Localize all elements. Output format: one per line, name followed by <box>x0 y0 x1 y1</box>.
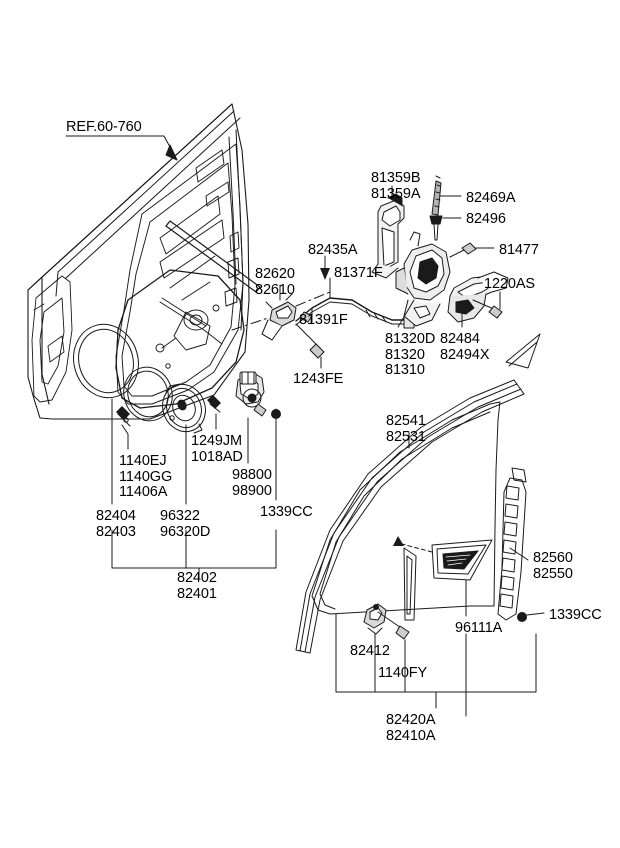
label-82435a: 82435A <box>308 242 358 258</box>
label-82620: 82620 82610 <box>255 266 295 298</box>
door-latch-assembly-part <box>395 231 451 328</box>
nut-1339cc-lower <box>517 612 545 622</box>
door-glass-part <box>311 401 501 615</box>
label-82404: 82404 82403 <box>96 508 136 540</box>
label-98800: 98800 98900 <box>232 467 272 499</box>
outside-handle-part <box>447 271 509 328</box>
glass-run-channel-part <box>497 467 529 621</box>
label-81371f: 81371F <box>334 265 383 281</box>
label-1339cc-upper: 1339CC <box>260 504 313 520</box>
label-82469a: 82469A <box>466 190 516 206</box>
label-82541: 82541 82531 <box>386 413 426 445</box>
label-1243fe: 1243FE <box>293 371 344 387</box>
door-window-frame <box>55 110 244 331</box>
leader-lines-left <box>65 135 281 579</box>
door-trim-details <box>31 275 73 403</box>
label-82412: 82412 <box>350 643 390 659</box>
glass-division-bar <box>403 547 417 621</box>
tweeter-part <box>393 536 493 717</box>
key-cylinder-part <box>449 242 495 258</box>
label-81391f: 81391F <box>299 312 348 328</box>
door-outer-panel <box>27 103 250 420</box>
label-1249jm: 1249JM 1018AD <box>191 433 243 465</box>
label-1140ej: 1140EJ 1140GG 11406A <box>119 453 173 500</box>
label-82420a: 82420A 82410A <box>386 712 436 744</box>
label-ref-60-760: REF.60-760 <box>66 119 142 135</box>
label-81359: 81359B 81359A <box>371 170 421 202</box>
module-carrier-plate <box>115 269 245 409</box>
label-96322: 96322 96320D <box>160 508 211 540</box>
label-82484: 82484 82494X <box>440 331 490 363</box>
label-1339cc-lower: 1339CC <box>549 607 602 623</box>
label-81320: 81320D 81320 81310 <box>385 331 436 378</box>
label-96111a: 96111A <box>455 620 503 636</box>
belt-weatherstrip-part <box>295 379 525 654</box>
glass-holder-part <box>335 603 537 709</box>
power-window-motor-part <box>235 371 267 417</box>
screw-1243fe <box>295 323 325 369</box>
label-82560: 82560 82550 <box>533 550 573 582</box>
label-82402: 82402 82401 <box>177 570 217 602</box>
window-regulator-rail <box>165 220 261 293</box>
label-81477: 81477 <box>499 242 539 258</box>
door-speaker-part <box>162 383 206 434</box>
inside-handle-part <box>231 284 331 341</box>
label-1140fy: 1140FY <box>378 665 428 681</box>
glass-corner-piece <box>505 333 541 369</box>
regulator-mechanism <box>155 297 223 353</box>
label-82496: 82496 <box>466 211 506 227</box>
label-1220as: 1220AS <box>484 276 535 292</box>
door-inner-structure <box>115 143 244 405</box>
latch-upper-bracket <box>371 185 405 279</box>
handle-rod-part <box>429 175 462 241</box>
